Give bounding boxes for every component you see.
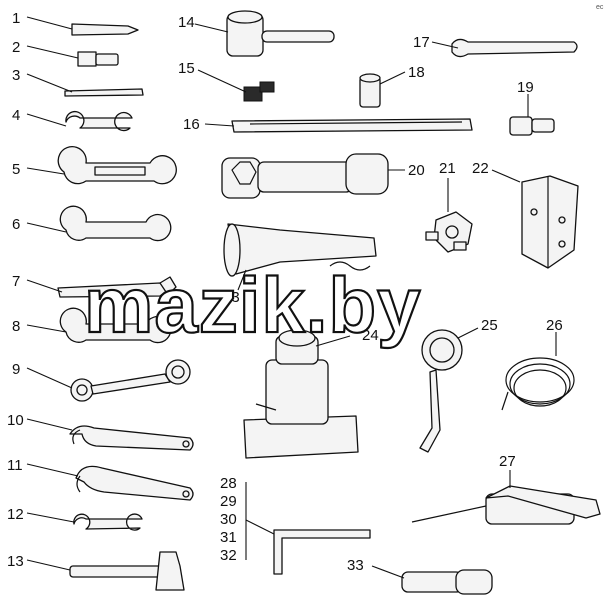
callout-33: 33 xyxy=(347,557,364,574)
callout-23: 23 xyxy=(223,289,240,306)
tool-20-tube-spanner xyxy=(221,153,405,199)
tool-9-ring-wrench xyxy=(26,359,191,402)
tool-12-wrench xyxy=(26,512,143,531)
callout-27: 27 xyxy=(499,453,516,470)
tool-11-hook-spanner xyxy=(26,463,194,501)
callout-18: 18 xyxy=(408,64,425,81)
tool-21-nut xyxy=(425,178,473,253)
callout-6: 6 xyxy=(12,216,20,233)
tool-5-wrench xyxy=(26,146,177,185)
callout-3: 3 xyxy=(12,67,20,84)
callout-22: 22 xyxy=(472,160,489,177)
callout-14: 14 xyxy=(178,14,195,31)
corner-mark: ec xyxy=(596,4,604,11)
tool-13-hammer xyxy=(26,551,185,591)
callout-11: 11 xyxy=(7,457,23,474)
callout-19: 19 xyxy=(517,79,534,96)
callout-13: 13 xyxy=(7,553,24,570)
tool-6-wrench xyxy=(26,205,172,242)
tool-1-punch xyxy=(26,16,139,36)
tool-22-octagon-socket xyxy=(491,169,579,269)
tool-19-bit xyxy=(509,94,555,136)
callout-15: 15 xyxy=(178,60,195,77)
callout-8: 8 xyxy=(12,318,20,335)
tool-26-hose xyxy=(501,332,575,411)
tool-14-socket-wrench xyxy=(194,10,335,57)
tool-18-socket xyxy=(359,71,406,108)
callout-17: 17 xyxy=(413,34,430,51)
tool-27-grease-gun xyxy=(411,470,601,525)
tool-28-32-hex-keys xyxy=(245,482,371,575)
tool-25-pressure-gauge xyxy=(419,327,479,453)
tool-2-adapter xyxy=(26,45,119,67)
watermark: mazik.by xyxy=(84,261,421,349)
callout-2: 2 xyxy=(12,39,20,56)
callout-9: 9 xyxy=(12,361,20,378)
tool-10-hook-spanner xyxy=(26,418,194,451)
callout-25: 25 xyxy=(481,317,498,334)
callout-28: 28 xyxy=(220,475,237,492)
tool-33-tube-socket xyxy=(371,565,493,595)
callout-20: 20 xyxy=(408,162,425,179)
callout-32: 32 xyxy=(220,547,237,564)
tool-23-flashlight xyxy=(223,223,377,291)
callout-30: 30 xyxy=(220,511,237,528)
tool-7-bar xyxy=(26,276,177,298)
callout-4: 4 xyxy=(12,107,20,124)
callout-7: 7 xyxy=(12,273,20,290)
callout-29: 29 xyxy=(220,493,237,510)
tool-15-plug xyxy=(197,69,275,102)
tool-24-bottle-jack xyxy=(243,329,359,459)
callout-24: 24 xyxy=(362,327,379,344)
callout-16: 16 xyxy=(183,116,200,133)
tool-17-wrench xyxy=(431,38,578,58)
tool-3-drift xyxy=(26,73,144,97)
callout-31: 31 xyxy=(220,529,237,546)
callout-12: 12 xyxy=(7,506,24,523)
tool-4-wrench xyxy=(26,111,133,132)
tool-8-wrench xyxy=(26,307,172,344)
callout-1: 1 xyxy=(12,10,20,27)
callout-26: 26 xyxy=(546,317,563,334)
tool-16-ruler xyxy=(204,118,473,133)
callout-21: 21 xyxy=(439,160,456,177)
callout-10: 10 xyxy=(7,412,24,429)
callout-5: 5 xyxy=(12,161,20,178)
